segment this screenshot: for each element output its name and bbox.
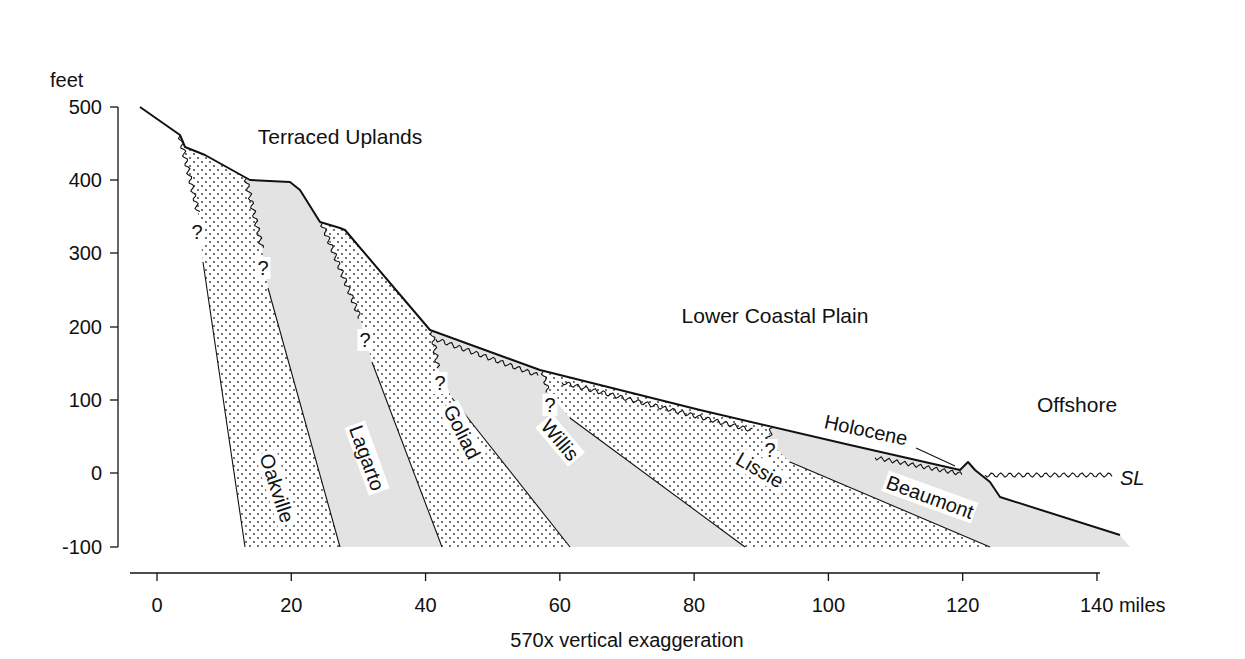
axis-note: 570x vertical exaggeration xyxy=(510,629,743,651)
unconformity xyxy=(562,382,753,431)
axis-tick xyxy=(156,573,157,581)
axis-tick xyxy=(828,573,829,581)
axis-tick xyxy=(425,573,426,581)
unconformity xyxy=(767,428,772,440)
axis-tick xyxy=(693,573,694,581)
formation-name: Beaumont xyxy=(882,470,979,523)
formation-band xyxy=(543,372,990,547)
axis-tick xyxy=(291,573,292,581)
tick-label: 0 xyxy=(151,594,162,616)
tick-label: 0 xyxy=(91,462,102,484)
formation-boundary xyxy=(790,462,990,547)
tick-label: 80 xyxy=(683,594,705,616)
axis-tick xyxy=(110,399,118,400)
tick-label: 500 xyxy=(69,96,102,118)
formation-band xyxy=(768,428,1130,547)
axis-tick xyxy=(559,573,560,581)
tick-label: -100 xyxy=(62,536,102,558)
axis-tick xyxy=(962,573,963,581)
axis-tick xyxy=(1096,573,1097,581)
uncertain-mark: ? xyxy=(432,372,447,394)
axis-tick xyxy=(110,179,118,180)
unconformity xyxy=(436,339,538,375)
uncertain-mark: ? xyxy=(189,221,204,243)
tick-label: 20 xyxy=(280,594,302,616)
formation-name: Willis xyxy=(535,414,584,467)
axis-tick xyxy=(110,252,118,253)
formation-name: Lagarto xyxy=(344,420,389,495)
tick-label: 100 xyxy=(812,594,845,616)
formation-name: Lissie xyxy=(731,447,790,494)
region-name: Lower Coastal Plain xyxy=(682,304,869,327)
formation-name: Oakville xyxy=(255,449,299,527)
region-name: Terraced Uplands xyxy=(258,125,423,148)
uncertain-mark: ? xyxy=(762,439,777,461)
uncertain-mark: ? xyxy=(542,394,557,416)
axis-unit: feet xyxy=(50,69,83,91)
axis-tick xyxy=(110,326,118,327)
tick-label: 200 xyxy=(69,316,102,338)
region-name: Offshore xyxy=(1037,393,1117,416)
unit-name: Holocene xyxy=(822,410,909,449)
ground-surface xyxy=(140,107,1120,535)
tick-label: 60 xyxy=(549,594,571,616)
tick-label: 120 xyxy=(946,594,979,616)
unconformity xyxy=(178,136,200,212)
leader-line xyxy=(916,448,955,466)
uncertain-mark: ? xyxy=(255,257,270,279)
axis-tick xyxy=(110,106,118,107)
unconformity xyxy=(541,372,548,393)
unconformity xyxy=(430,332,439,368)
axis-tick xyxy=(110,546,118,547)
tick-label: 300 xyxy=(69,242,102,264)
axis-tick xyxy=(110,472,118,473)
unconformity xyxy=(244,179,263,248)
unconformity xyxy=(321,224,360,319)
sea-level-label: SL xyxy=(1120,467,1144,489)
uncertain-mark: ? xyxy=(357,329,372,351)
tick-label: 100 xyxy=(69,389,102,411)
sea-level-line xyxy=(985,473,1112,477)
tick-label: 140 miles xyxy=(1080,594,1166,616)
formation-boundary xyxy=(203,262,245,547)
x-axis xyxy=(130,572,1100,573)
tick-label: 40 xyxy=(414,594,436,616)
tick-label: 400 xyxy=(69,169,102,191)
formation-boundary xyxy=(570,418,745,547)
formation-name: Goliad xyxy=(438,399,486,464)
